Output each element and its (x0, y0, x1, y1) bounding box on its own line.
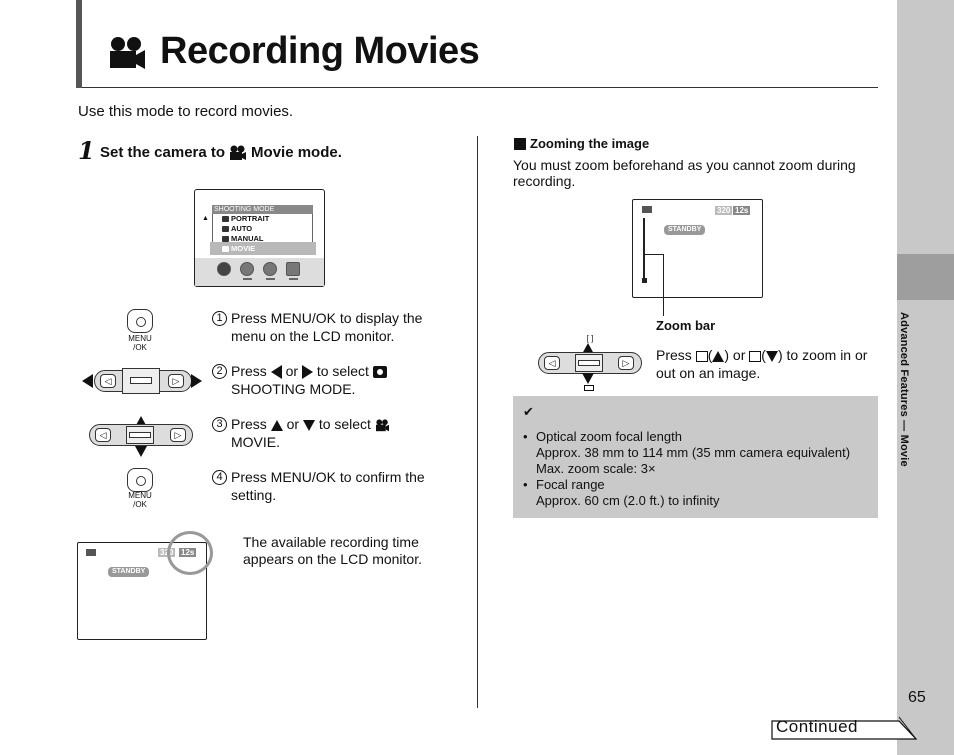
instruction-4: 4 Press MENU/OK to confirm the setting. (212, 468, 441, 504)
lcd-monitor-zoom (632, 199, 763, 298)
movie-mode-icon (86, 549, 96, 556)
indicator-dash (289, 278, 298, 280)
instruction-1: 1 Press MENU/OK to display the menu on t… (212, 309, 441, 345)
camera-icon (372, 366, 387, 379)
menu-ok-button[interactable] (127, 468, 153, 492)
side-strip (897, 0, 954, 755)
menu-ok-label: MENU/OK (128, 334, 152, 352)
title-rule (82, 87, 878, 88)
left-arrow-icon (270, 365, 282, 380)
side-tab-marker (897, 254, 954, 300)
step-title-pre: Set the camera to (100, 144, 226, 161)
self-timer-icon (263, 262, 277, 276)
menu-ok-label: MENU/OK (128, 491, 152, 509)
note-item: Focal range Approx. 60 cm (2.0 ft.) to i… (523, 477, 873, 509)
zoom-heading: Zooming the image (514, 136, 649, 151)
title-bar (76, 0, 82, 88)
tele-icon (749, 350, 762, 362)
down-arrow-icon (765, 350, 778, 362)
step-title: Set the camera to Movie mode. (100, 144, 342, 161)
wide-icon: [ ] (586, 334, 594, 343)
size-indicator: 320 (158, 548, 176, 557)
movie-camera-icon (230, 145, 247, 160)
zoom-bar-label: Zoom bar (656, 318, 716, 333)
continued-tab (771, 716, 917, 740)
auto-icon (222, 225, 229, 232)
step-title-post: Movie mode. (251, 144, 342, 161)
zoom-instruction: Press () or () to zoom in or out on an i… (656, 347, 868, 381)
down-arrow-icon (582, 373, 594, 384)
menu-item-manual: MANUAL (222, 234, 264, 243)
menu-icon-row (195, 258, 324, 286)
manual-icon (222, 235, 229, 242)
section-tab-label: Advanced Features — Movie (898, 312, 910, 467)
rocker-center-bar (578, 360, 600, 366)
section-square-icon (514, 137, 526, 150)
standby-badge: STANDBY (108, 567, 150, 577)
recording-time-note: The available recording time appears on … (243, 534, 422, 567)
instruction-3: 3 Press or to select MOVIE. (212, 415, 441, 451)
portrait-icon (222, 215, 229, 222)
camera-mode-icon (217, 262, 231, 276)
column-divider (477, 136, 478, 708)
menu-item-auto: AUTO (222, 224, 252, 233)
zoom-leader-line (663, 254, 664, 316)
flash-icon (240, 262, 254, 276)
menu-ok-button[interactable] (127, 309, 153, 333)
right-button-icon: ▷ (618, 356, 634, 370)
movie-camera-icon (110, 37, 145, 69)
instruction-2: 2 Press or to select SHOOTING MODE. (212, 362, 441, 398)
callout-circle (167, 531, 213, 575)
menu-header: SHOOTING MODE (212, 205, 313, 214)
zoom-bar (643, 218, 645, 282)
page-number: 65 (908, 689, 926, 706)
up-arrow-icon (712, 350, 725, 362)
rocker-center-bar (129, 432, 151, 438)
checkmark-icon: ✔ (523, 404, 534, 419)
standby-badge: STANDBY (664, 225, 706, 235)
left-arrow-icon (82, 374, 93, 388)
page-title: Recording Movies (160, 30, 480, 72)
down-arrow-icon (135, 446, 147, 457)
up-arrow-icon (582, 343, 594, 354)
movie-mode-icon (642, 206, 652, 213)
right-button-icon: ▷ (170, 428, 186, 442)
movie-icon (222, 245, 229, 252)
rocker-center-bar (130, 377, 152, 384)
step-number: 1 (78, 136, 95, 165)
up-arrow-icon: ▲ (202, 215, 209, 222)
menu-selection-highlight (210, 242, 316, 255)
indicator-dash (243, 278, 252, 280)
left-button-icon: ◁ (544, 356, 560, 370)
continued-label: Continued (776, 717, 859, 736)
note-list: Optical zoom focal length Approx. 38 mm … (523, 429, 873, 509)
right-button-icon: ▷ (168, 374, 184, 388)
settings-icon (286, 262, 300, 276)
intro-text: Use this mode to record movies. (78, 103, 294, 120)
size-indicator: 320 (715, 206, 733, 215)
zoom-leader-line (645, 254, 663, 255)
tele-icon (584, 385, 594, 391)
left-button-icon: ◁ (100, 374, 116, 388)
wide-icon (695, 350, 708, 362)
up-arrow-icon (270, 419, 283, 431)
zoom-position-marker (642, 278, 647, 283)
indicator-dash (266, 278, 275, 280)
right-arrow-icon (191, 374, 202, 388)
left-button-icon: ◁ (95, 428, 111, 442)
zoom-description: You must zoom beforehand as you cannot z… (513, 157, 856, 189)
down-arrow-icon (302, 419, 315, 431)
recording-time-counter: 12s (733, 206, 751, 215)
menu-item-movie: MOVIE (222, 244, 255, 253)
movie-camera-icon (375, 419, 389, 431)
menu-item-portrait: PORTRAIT (222, 214, 269, 223)
note-item: Optical zoom focal length Approx. 38 mm … (523, 429, 873, 477)
right-arrow-icon (301, 365, 313, 380)
up-arrow-icon (135, 416, 147, 427)
info-note-box: ✔ Optical zoom focal length Approx. 38 m… (513, 396, 878, 518)
